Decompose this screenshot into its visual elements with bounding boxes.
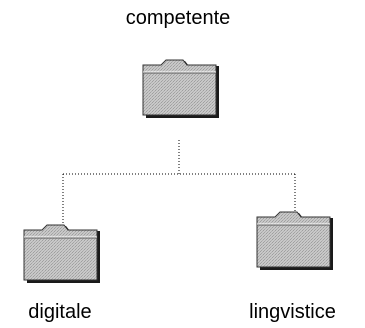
folder-icon[interactable] xyxy=(142,59,220,119)
connectors xyxy=(62,140,296,232)
child-node-label: lingvistice xyxy=(249,301,336,323)
folder-icon[interactable] xyxy=(256,211,334,271)
folder-icon[interactable] xyxy=(23,224,101,284)
root-node-label: competente xyxy=(125,7,231,29)
child-node-label: digitale xyxy=(28,301,92,323)
